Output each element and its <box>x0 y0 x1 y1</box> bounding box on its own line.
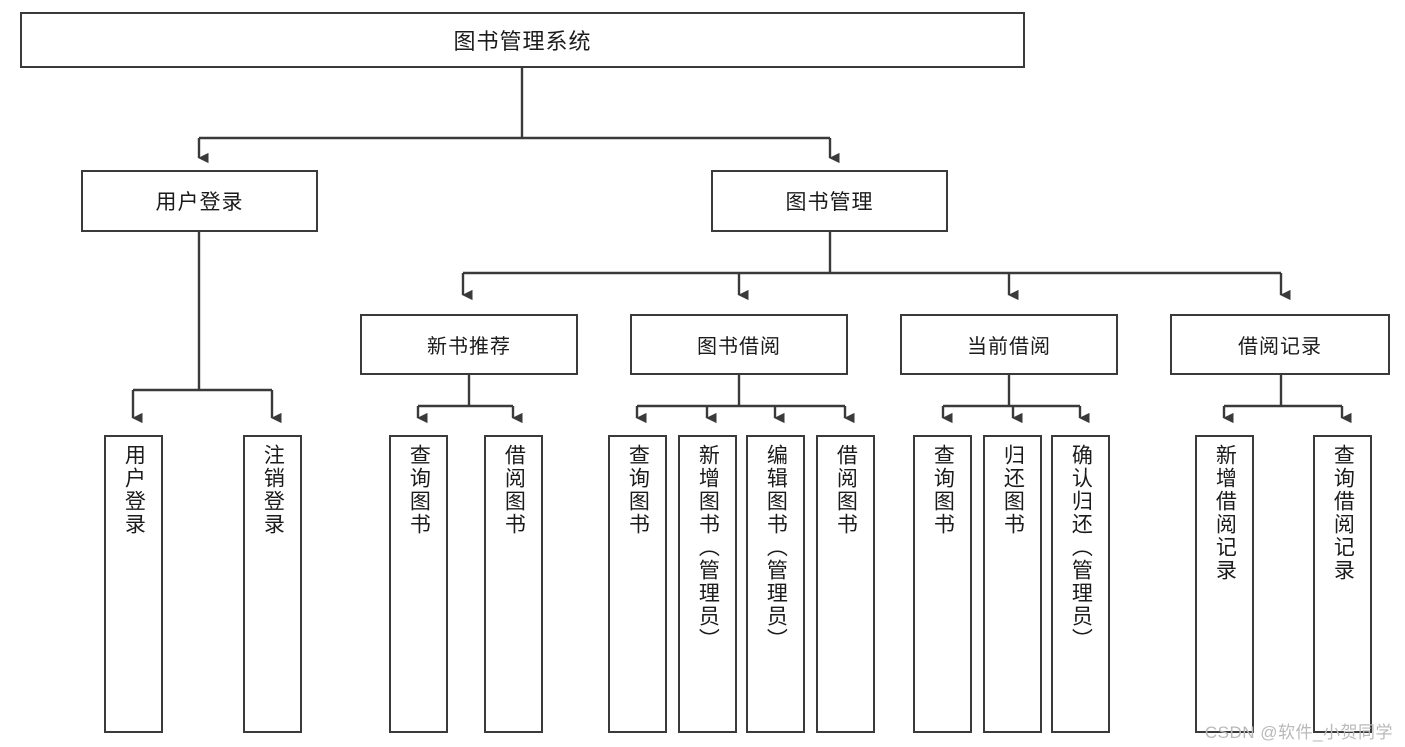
node-root-system[interactable]: 图书管理系统 <box>20 12 1025 68</box>
leaf-new-book-borrow[interactable]: 借阅图书 <box>484 435 543 733</box>
leaf-label: 查询图书 <box>626 444 650 536</box>
leaf-current-borrow-query[interactable]: 查询图书 <box>913 435 972 733</box>
leaf-label: 编辑图书（管理员） <box>764 444 788 651</box>
node-new-book-recommend[interactable]: 新书推荐 <box>360 314 578 375</box>
node-label: 图书管理 <box>785 191 874 214</box>
leaf-user-login-logout[interactable]: 注销登录 <box>243 435 302 733</box>
leaf-book-borrow-edit[interactable]: 编辑图书（管理员） <box>746 435 805 733</box>
leaf-label: 归还图书 <box>1001 444 1025 536</box>
leaf-label: 借阅图书 <box>502 444 526 536</box>
node-label: 借阅记录 <box>1238 336 1322 358</box>
node-label: 用户登录 <box>155 191 244 214</box>
leaf-user-login-login[interactable]: 用户登录 <box>104 435 163 733</box>
node-book-borrow[interactable]: 图书借阅 <box>630 314 848 375</box>
leaf-borrow-record-add[interactable]: 新增借阅记录 <box>1195 435 1254 733</box>
leaf-label: 确认归还（管理员） <box>1069 444 1093 651</box>
leaf-book-borrow-borrow[interactable]: 借阅图书 <box>816 435 875 733</box>
node-borrow-record[interactable]: 借阅记录 <box>1170 314 1390 375</box>
node-current-borrow[interactable]: 当前借阅 <box>900 314 1118 375</box>
node-label: 当前借阅 <box>967 336 1051 358</box>
node-label: 新书推荐 <box>427 336 511 358</box>
node-label: 图书借阅 <box>697 336 781 358</box>
leaf-label: 新增借阅记录 <box>1213 444 1237 582</box>
leaf-label: 用户登录 <box>122 444 146 536</box>
node-label: 图书管理系统 <box>453 29 592 54</box>
leaf-current-borrow-confirm-return[interactable]: 确认归还（管理员） <box>1051 435 1110 733</box>
leaf-label: 注销登录 <box>261 444 285 536</box>
leaf-label: 查询借阅记录 <box>1331 444 1355 582</box>
node-user-login[interactable]: 用户登录 <box>81 170 318 232</box>
leaf-label: 查询图书 <box>931 444 955 536</box>
leaf-borrow-record-query[interactable]: 查询借阅记录 <box>1313 435 1372 733</box>
leaf-book-borrow-add[interactable]: 新增图书（管理员） <box>678 435 737 733</box>
leaf-new-book-query[interactable]: 查询图书 <box>389 435 448 733</box>
leaf-label: 借阅图书 <box>834 444 858 536</box>
node-book-management[interactable]: 图书管理 <box>711 170 948 232</box>
leaf-current-borrow-return[interactable]: 归还图书 <box>983 435 1042 733</box>
leaf-label: 查询图书 <box>407 444 431 536</box>
leaf-label: 新增图书（管理员） <box>696 444 720 651</box>
leaf-book-borrow-query[interactable]: 查询图书 <box>608 435 667 733</box>
